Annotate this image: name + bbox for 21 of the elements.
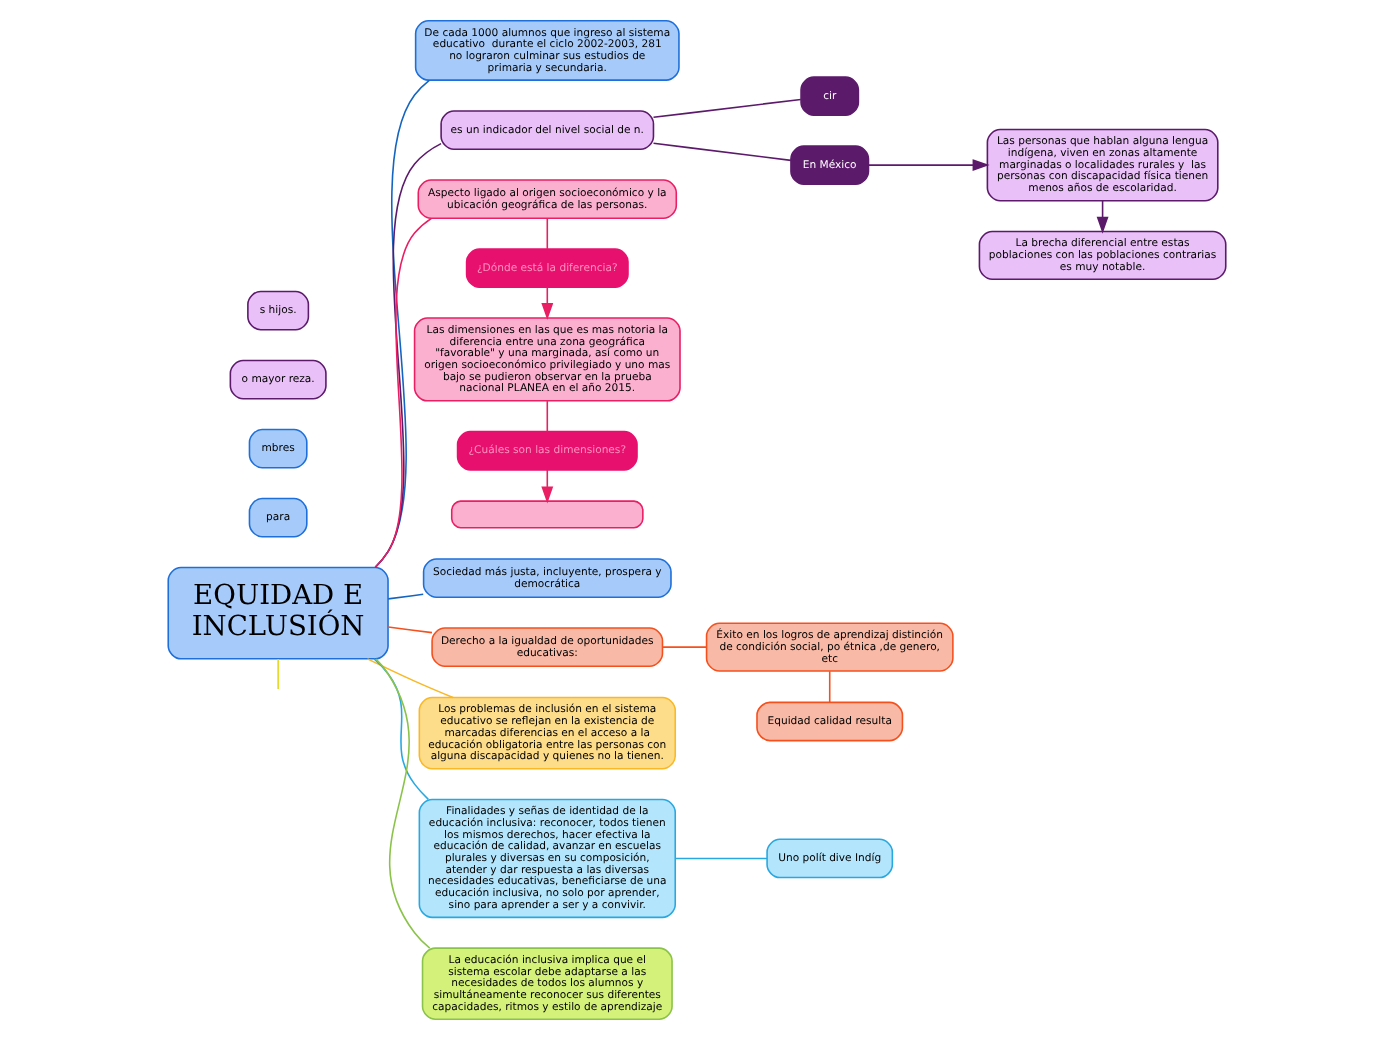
arrow [541,286,554,321]
connector [828,670,831,704]
node-box [450,500,644,529]
connector [374,142,442,569]
arrow [541,469,554,504]
connector [387,626,433,634]
arrow [867,159,990,172]
connector [546,400,549,433]
connector [374,79,431,569]
connector [373,658,430,801]
connector [374,217,433,568]
node-box: EQUIDAD E INCLUSIÓN [167,566,389,660]
connector [674,857,768,860]
connector [387,593,424,600]
connector [652,142,792,162]
connector [375,658,431,949]
connector [661,646,708,648]
connector [546,217,549,250]
connector [366,658,454,699]
connector [652,98,802,119]
connector [277,658,279,690]
